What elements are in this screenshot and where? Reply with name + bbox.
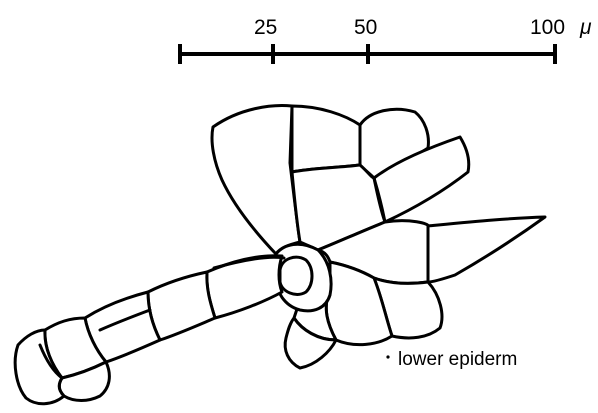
scale-label-50: 50: [354, 16, 377, 39]
head-cell-left: [212, 106, 300, 254]
stalk-base: [276, 244, 331, 311]
head-cell-upper-mid: [292, 106, 360, 172]
stalk-cell-2: [148, 272, 215, 340]
scale-bar: 25 50 100 μ: [180, 16, 592, 62]
scale-unit-label: μ: [579, 16, 592, 39]
scale-label-25: 25: [254, 16, 277, 39]
stalk-cell-1: [207, 256, 282, 318]
trichome-head: [212, 106, 545, 368]
annotation-dot: [386, 355, 389, 358]
stalk-inner-cell: [280, 257, 312, 294]
trichome-stalk: [15, 256, 284, 404]
scale-label-100: 100: [530, 16, 565, 39]
lower-epiderm-label: lower epiderm: [398, 349, 517, 370]
